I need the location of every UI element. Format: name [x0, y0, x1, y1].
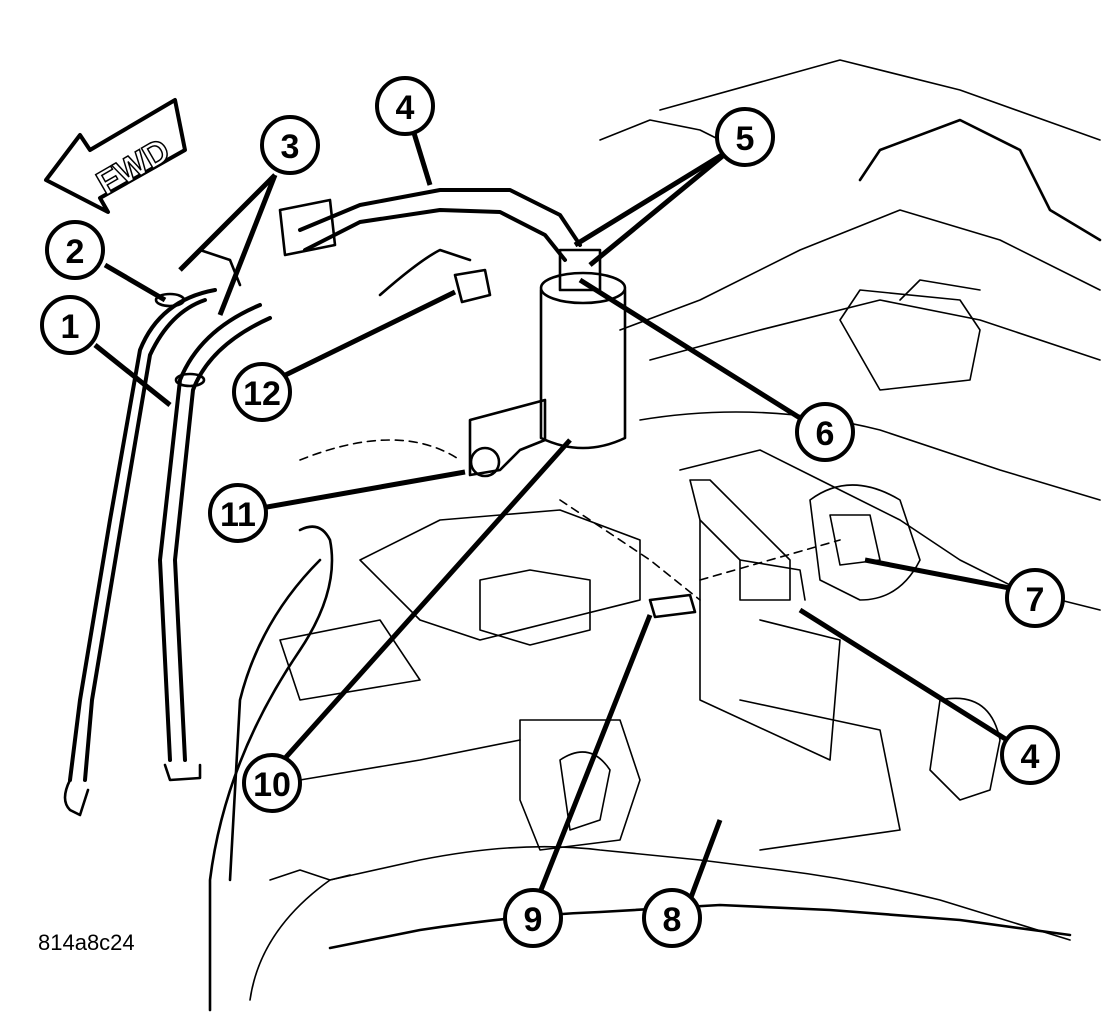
callout-12: 12: [232, 362, 292, 422]
vehicle-body-structure: [208, 59, 1102, 1012]
leader-c3-a: [178, 173, 277, 272]
callout-1: 1: [40, 295, 100, 355]
callout-2-label: 2: [66, 233, 85, 271]
callout-6-label: 6: [816, 415, 835, 453]
callout-4-top-label: 4: [396, 89, 415, 127]
callout-7-label: 7: [1026, 581, 1045, 619]
leader-c5-b: [588, 148, 732, 267]
callout-7: 7: [1005, 568, 1065, 628]
callout-8: 8: [642, 888, 702, 948]
leader-c12: [263, 289, 457, 388]
callout-4-bottom-label: 4: [1021, 738, 1040, 776]
callout-10-label: 10: [253, 766, 291, 804]
leader-c11: [249, 469, 466, 513]
upper-refrigerant-line: [198, 188, 582, 287]
callout-9-label: 9: [524, 901, 543, 939]
forward-direction-arrow: FWD: [44, 98, 187, 214]
callout-4-bottom: 4: [1000, 725, 1060, 785]
leader-c7: [864, 557, 1021, 593]
leader-c3-b: [217, 174, 278, 316]
callout-2: 2: [45, 220, 105, 280]
leader-c8: [687, 819, 723, 901]
callout-12-label: 12: [243, 375, 281, 413]
leader-c2: [103, 262, 167, 303]
callout-9: 9: [503, 888, 563, 948]
leader-lines: [93, 119, 1021, 906]
electrical-connector: [378, 248, 492, 304]
callout-11-label: 11: [220, 496, 256, 534]
callout-3-label: 3: [281, 128, 300, 166]
callout-11: 11: [208, 483, 268, 543]
leader-c1: [93, 343, 172, 407]
callouts: 1 2 3 4 4 5 6 7: [40, 76, 1065, 948]
leader-c6: [578, 277, 802, 421]
callout-1-label: 1: [61, 308, 80, 346]
callout-4-top: 4: [375, 76, 435, 136]
figure-id: 814a8c24: [38, 930, 135, 955]
leader-c9: [532, 614, 653, 906]
mounting-stud: [648, 593, 697, 619]
callout-5: 5: [715, 107, 775, 167]
leader-c4b: [798, 607, 1017, 748]
callout-5-label: 5: [736, 120, 755, 158]
callout-10: 10: [242, 753, 302, 813]
callout-3: 3: [260, 115, 320, 175]
receiver-drier: [468, 248, 627, 478]
callout-8-label: 8: [663, 901, 682, 939]
refrigerant-lines: [63, 288, 272, 817]
leader-c5-a: [573, 147, 732, 248]
callout-6: 6: [795, 402, 855, 462]
leader-c10: [268, 438, 572, 777]
